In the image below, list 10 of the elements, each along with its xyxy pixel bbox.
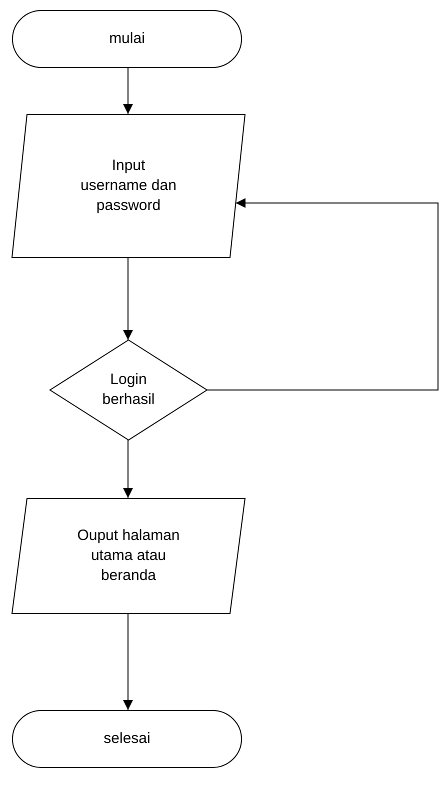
node-label: Login berhasil	[101, 370, 156, 410]
node-label: mulai	[109, 29, 145, 49]
arrow	[123, 440, 133, 498]
arrow	[123, 68, 133, 114]
arrow	[123, 614, 133, 710]
arrow	[206, 198, 438, 390]
node-label: selesai	[104, 729, 150, 749]
node-label: Ouput halaman utama atau beranda	[76, 526, 181, 586]
arrow	[123, 258, 133, 340]
node-label: Input username dan password	[80, 156, 178, 216]
